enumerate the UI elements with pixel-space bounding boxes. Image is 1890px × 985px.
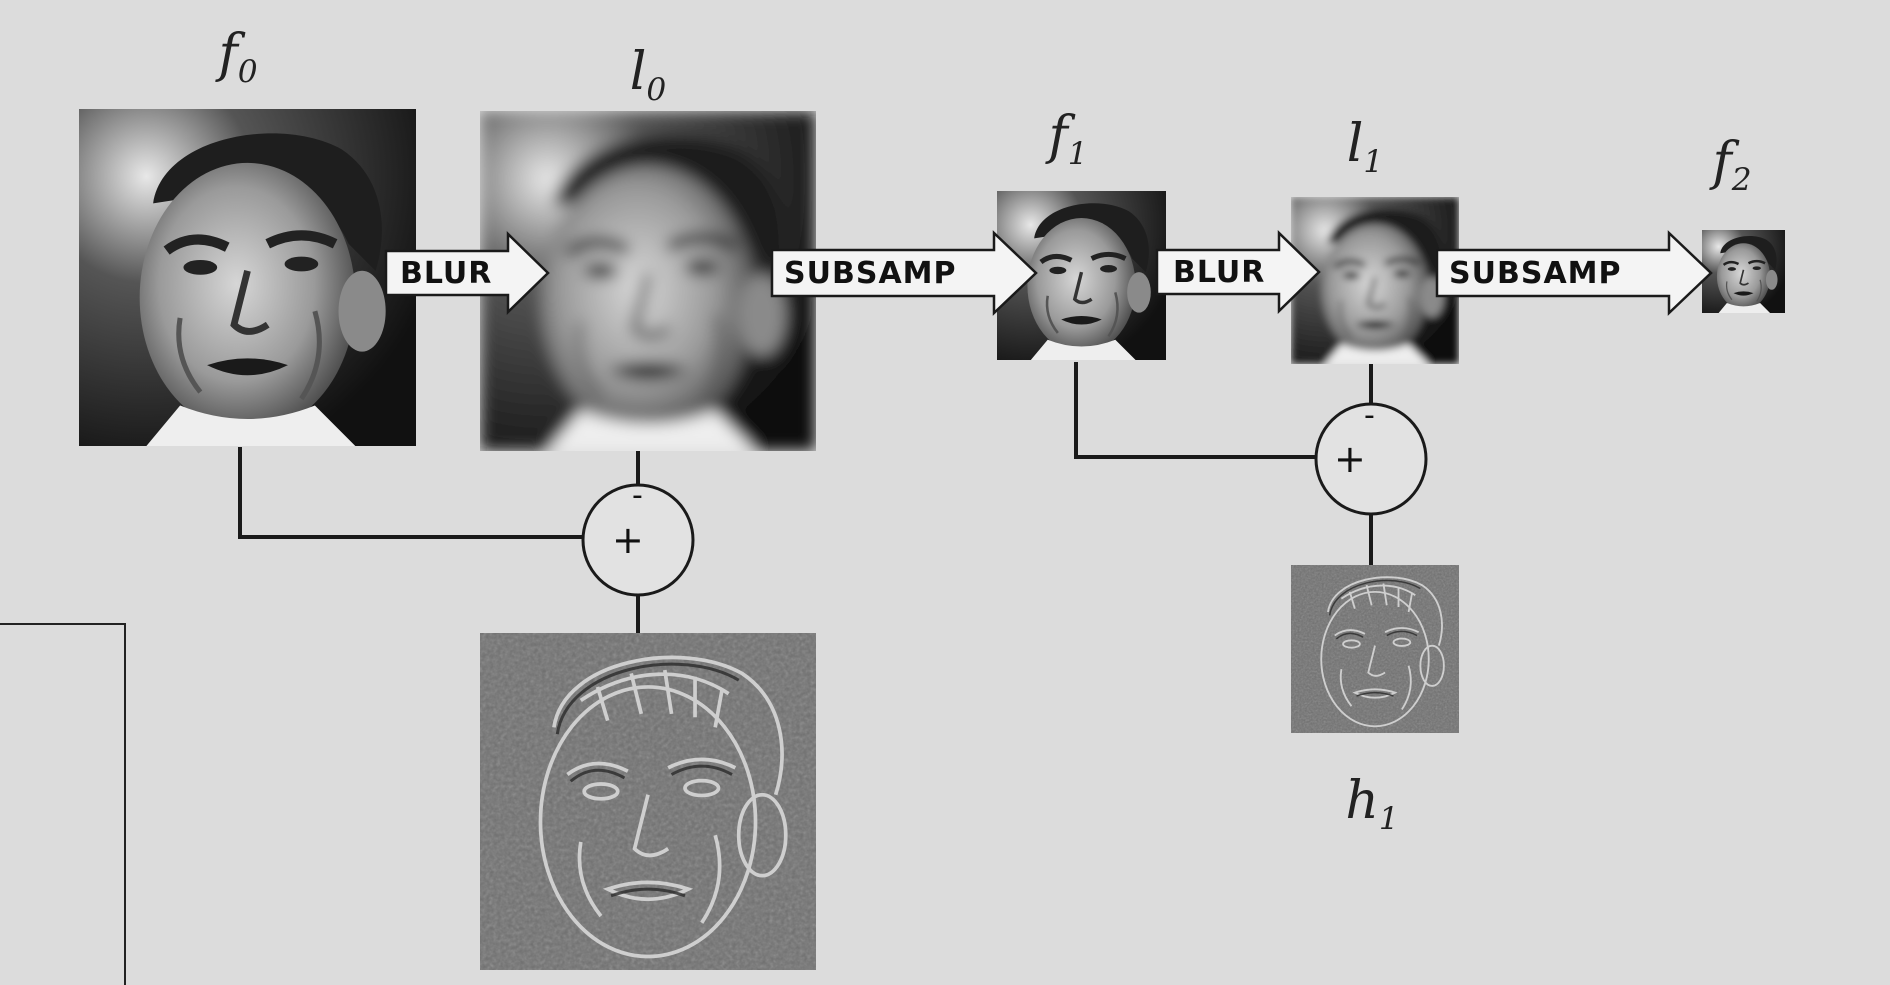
line-f1-to-sum (1074, 362, 1315, 459)
image-h1 (1291, 565, 1459, 733)
label-f1-main: f (1048, 106, 1068, 166)
label-l1-sub: 1 (1363, 143, 1384, 180)
label-l1-main: l (1346, 114, 1364, 174)
label-l1: l1 (1347, 118, 1383, 178)
label-h1-sub: 1 (1378, 800, 1399, 837)
image-h0 (480, 633, 816, 970)
partial-frame (0, 623, 126, 985)
label-f0-main: f (218, 24, 238, 84)
line-f0-to-sum (238, 447, 586, 539)
label-f0-sub: 0 (237, 53, 258, 90)
plus-sign-0: + (612, 518, 644, 562)
minus-sign-0: - (632, 478, 643, 513)
sum-junction-0 (581, 483, 695, 597)
label-f1-sub: 1 (1067, 135, 1088, 172)
label-f2: f2 (1712, 136, 1751, 196)
sum-junction-1 (1314, 402, 1428, 516)
label-l0-main: l (629, 42, 647, 102)
image-f2 (1702, 230, 1785, 313)
subsamp-label-1: SUBSAMP (1449, 255, 1622, 291)
minus-sign-1: - (1364, 398, 1375, 433)
subsamp-label-0: SUBSAMP (784, 255, 957, 291)
label-f1: f1 (1048, 110, 1087, 170)
blur-label-0: BLUR (400, 255, 493, 291)
label-f2-sub: 2 (1731, 161, 1752, 198)
subsamp-arrow-1: SUBSAMP (1435, 230, 1713, 316)
image-f0 (79, 109, 416, 446)
blur-label-1: BLUR (1173, 254, 1266, 290)
label-l0-sub: 0 (646, 71, 667, 108)
label-f2-main: f (1712, 132, 1732, 192)
plus-sign-1: + (1334, 437, 1366, 481)
label-h1-main: h (1345, 771, 1379, 831)
label-f0: f0 (218, 28, 257, 88)
blur-arrow-1: BLUR (1155, 230, 1321, 314)
label-l0: l0 (630, 46, 666, 106)
subsamp-arrow-0: SUBSAMP (770, 230, 1038, 316)
label-h1: h1 (1345, 775, 1398, 835)
blur-arrow-0: BLUR (384, 231, 550, 315)
